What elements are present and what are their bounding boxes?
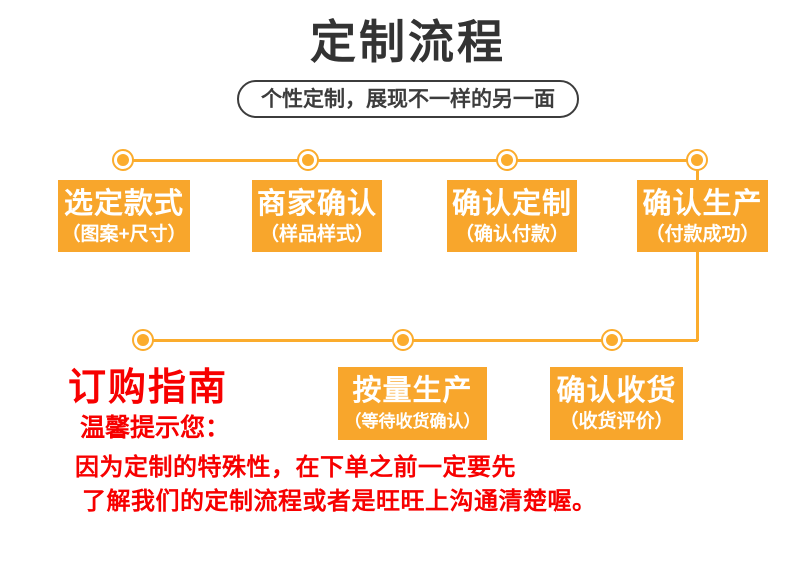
- flow-step-produce-by-quantity: 按量生产 （等待收货确认）: [338, 367, 487, 440]
- flow-node-inner-dot: [117, 154, 129, 166]
- order-guide-heading: 订购指南: [68, 367, 229, 409]
- flow-node-dot: [112, 149, 134, 171]
- flow-node-dot: [601, 329, 623, 351]
- flow-node-dot: [132, 329, 154, 351]
- flow-node-inner-dot: [691, 154, 703, 166]
- step-subtitle: （收货评价）: [559, 411, 674, 432]
- flow-connector-row2: [143, 339, 698, 342]
- tip-line-2: 了解我们的定制流程或者是旺旺上沟通清楚喔。: [82, 488, 597, 515]
- tip-line-1: 因为定制的特殊性，在下单之前一定要先: [75, 454, 516, 481]
- flow-node-inner-dot: [397, 334, 409, 346]
- step-title: 确认收货: [556, 375, 677, 407]
- step-title: 确认生产: [642, 187, 763, 220]
- step-subtitle: （付款成功）: [645, 223, 760, 245]
- flow-step-select-style: 选定款式 （图案+尺寸）: [58, 180, 190, 252]
- tagline-pill: 个性定制，展现不一样的另一面: [237, 80, 579, 118]
- step-subtitle: （确认付款）: [454, 223, 569, 245]
- flow-step-confirm-receipt: 确认收货 （收货评价）: [550, 367, 683, 440]
- flow-step-seller-confirm: 商家确认 （样品样式）: [252, 180, 382, 252]
- flow-step-confirm-custom: 确认定制 （确认付款）: [447, 180, 577, 252]
- tagline-text: 个性定制，展现不一样的另一面: [261, 88, 555, 111]
- flow-node-dot: [496, 149, 518, 171]
- step-subtitle: （图案+尺寸）: [61, 223, 187, 245]
- flow-node-dot: [392, 329, 414, 351]
- flow-node-inner-dot: [302, 154, 314, 166]
- page-title: 定制流程: [310, 16, 506, 68]
- tip-title: 温馨提示您：: [80, 414, 231, 442]
- flow-node-inner-dot: [501, 154, 513, 166]
- flow-node-dot: [686, 149, 708, 171]
- step-title: 商家确认: [256, 187, 377, 220]
- flow-node-dot: [297, 149, 319, 171]
- step-title: 按量生产: [352, 375, 473, 407]
- flow-step-confirm-production: 确认生产 （付款成功）: [637, 180, 768, 252]
- step-subtitle: （样品样式）: [259, 223, 374, 245]
- step-subtitle: （等待收货确认）: [344, 412, 481, 431]
- step-title: 确认定制: [451, 187, 572, 220]
- flow-node-inner-dot: [606, 334, 618, 346]
- flow-connector-row1: [123, 159, 697, 162]
- flow-node-inner-dot: [137, 334, 149, 346]
- step-title: 选定款式: [63, 187, 184, 220]
